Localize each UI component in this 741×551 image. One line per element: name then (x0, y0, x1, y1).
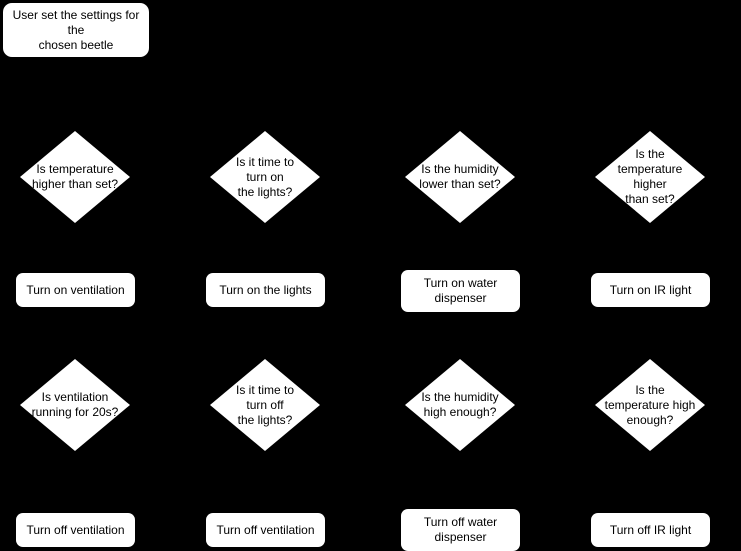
action-turn-off-ir-light: Turn off IR light (591, 513, 710, 547)
action-label: Turn off IR light (609, 522, 692, 537)
action-label: Turn off water dispenser (423, 515, 498, 544)
action-turn-off-ventilation-1: Turn off ventilation (16, 513, 135, 547)
action-turn-on-ventilation: Turn on ventilation (16, 273, 135, 307)
action-turn-off-water-dispenser: Turn off water dispenser (401, 509, 520, 551)
action-label: Turn off ventilation (26, 522, 125, 537)
decision-label: Is it time to turn on the lights? (235, 154, 294, 199)
decision-label: Is the temperature high enough? (604, 382, 696, 427)
decision-label: Is it time to turn off the lights? (235, 382, 294, 427)
action-turn-on-water-dispenser: Turn on water dispenser (401, 270, 520, 312)
decision-label: Is the humidity lower than set? (419, 162, 501, 191)
decision-label: Is temperature higher than set? (31, 162, 119, 191)
decision-ventilation-running-20s: Is ventilation running for 20s? (20, 359, 130, 451)
action-label: Turn off ventilation (216, 522, 315, 537)
decision-humidity-high-enough: Is the humidity high enough? (405, 359, 515, 451)
decision-label: Is ventilation running for 20s? (31, 390, 119, 419)
action-label: Turn on IR light (609, 282, 692, 297)
decision-time-to-turn-on-lights: Is it time to turn on the lights? (210, 131, 320, 223)
action-turn-on-lights: Turn on the lights (206, 273, 325, 307)
start-node-label: User set the settings for the chosen bee… (12, 7, 140, 52)
action-turn-off-ventilation-2: Turn off ventilation (206, 513, 325, 547)
decision-temperature-higher-than-set: Is temperature higher than set? (20, 131, 130, 223)
start-node: User set the settings for the chosen bee… (3, 3, 149, 57)
action-label: Turn on the lights (219, 282, 312, 297)
decision-humidity-lower-than-set: Is the humidity lower than set? (405, 131, 515, 223)
action-label: Turn on ventilation (26, 282, 125, 297)
decision-time-to-turn-off-lights: Is it time to turn off the lights? (210, 359, 320, 451)
decision-ir-temperature-higher-than-set: Is the temperature higher than set? (595, 131, 705, 223)
action-turn-on-ir-light: Turn on IR light (591, 273, 710, 307)
decision-temperature-high-enough: Is the temperature high enough? (595, 359, 705, 451)
decision-label: Is the humidity high enough? (421, 390, 499, 419)
decision-label: Is the temperature higher than set? (617, 147, 683, 206)
action-label: Turn on water dispenser (423, 276, 498, 305)
